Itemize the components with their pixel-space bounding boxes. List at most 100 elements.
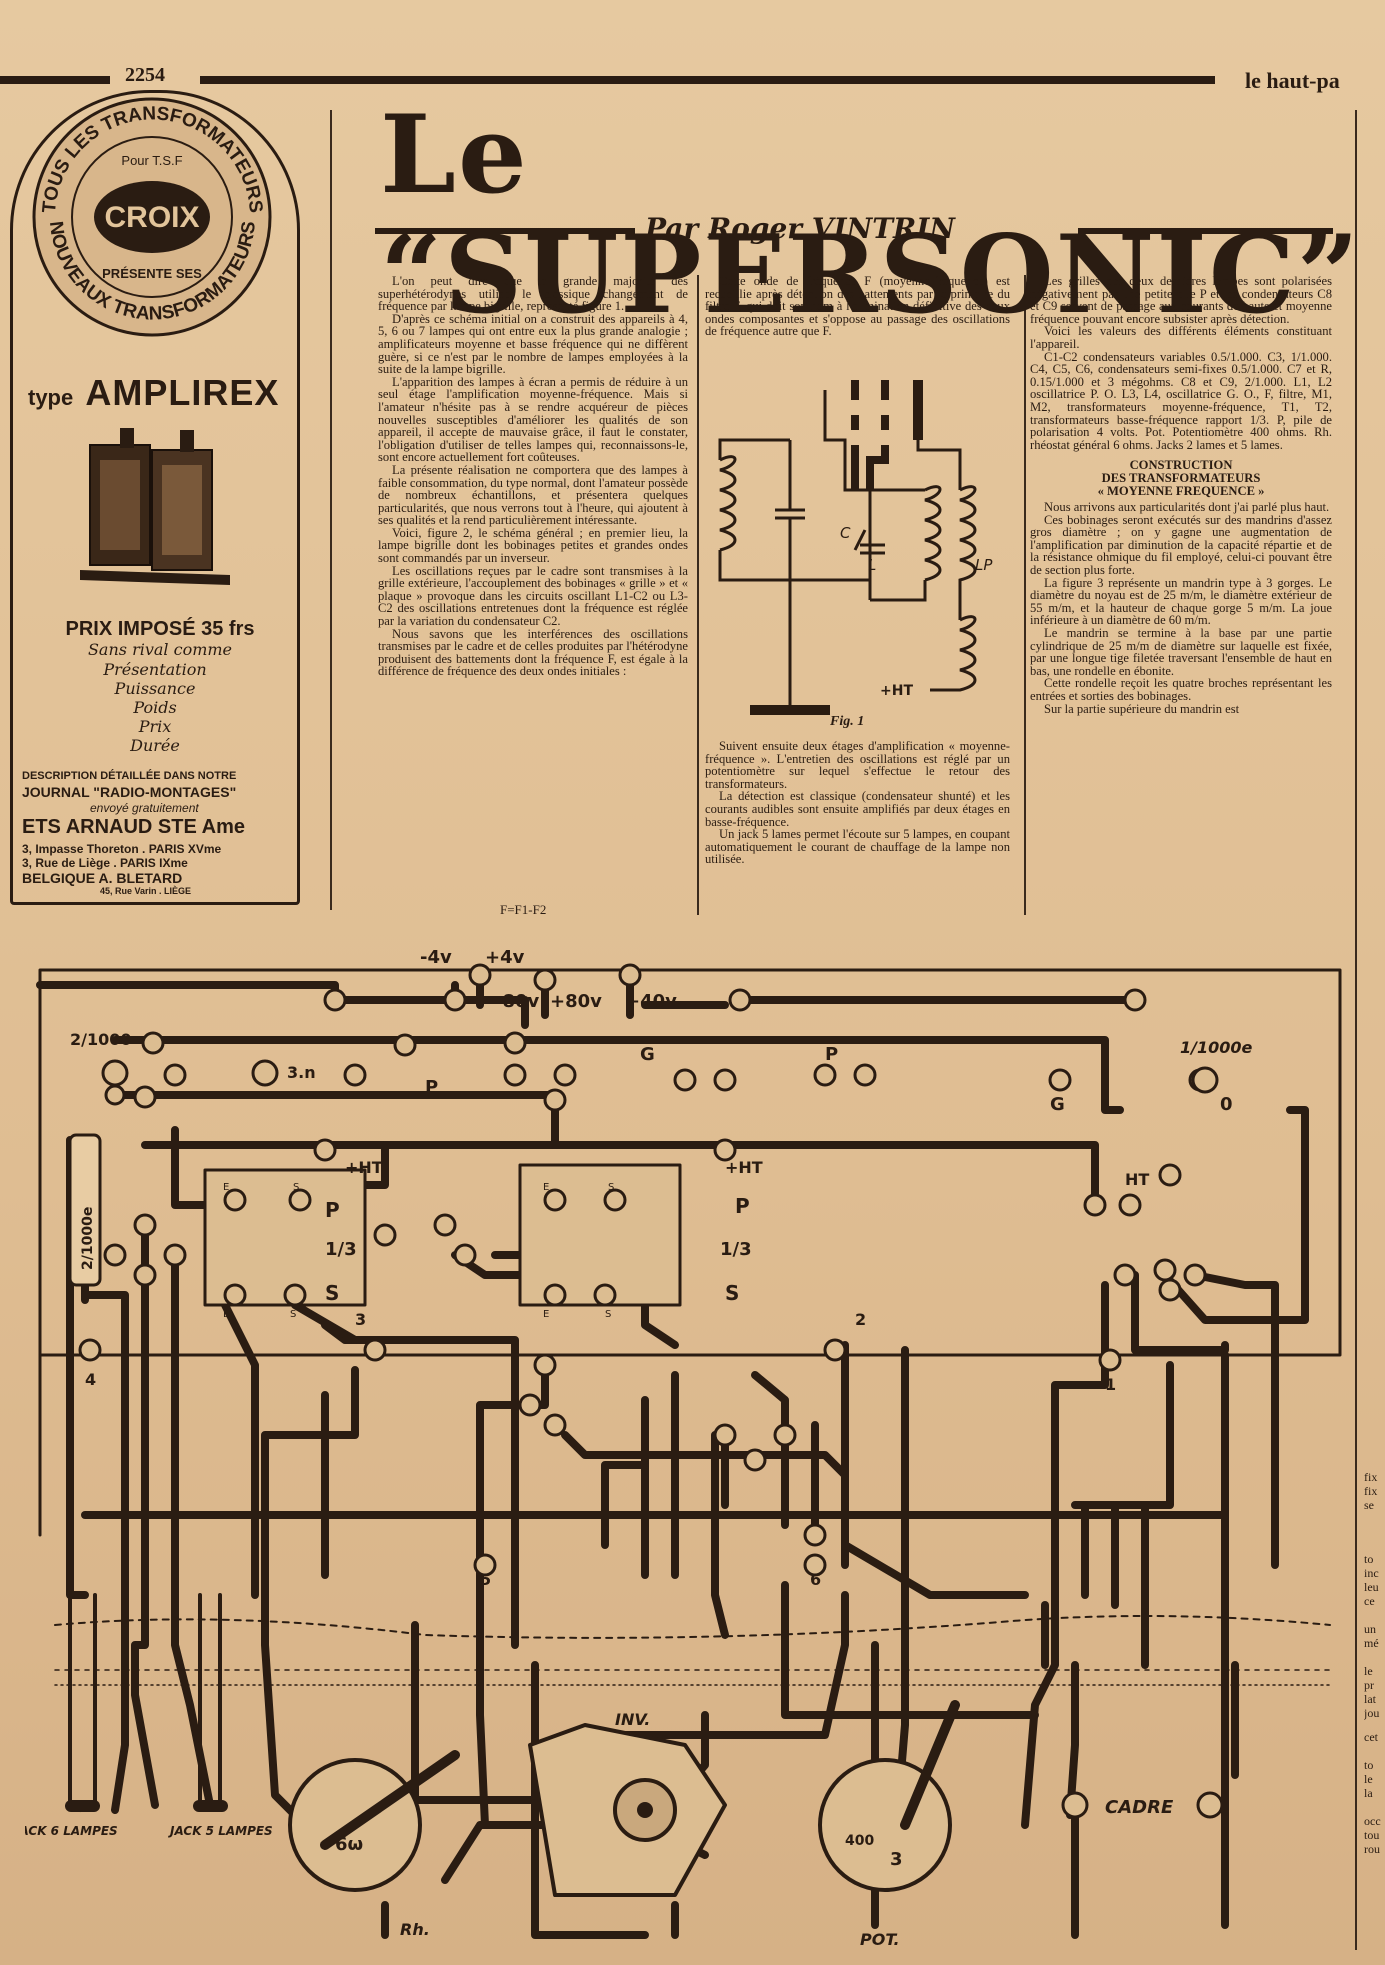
svg-text:3: 3: [355, 1310, 366, 1329]
svg-text:6: 6: [810, 1570, 821, 1589]
advert-price: PRIX IMPOSÉ 35 frs: [65, 618, 255, 640]
croix-seal-logo: TOUS LES TRANSFORMATEURS NOUVEAUX TRANSF…: [32, 97, 272, 337]
section-heading: DES TRANSFORMATEURS: [1101, 470, 1261, 485]
page-number: 2254: [125, 64, 165, 86]
svg-text:E: E: [223, 1182, 229, 1193]
paragraph: L'on peut dire que la grande majorité de…: [378, 274, 688, 314]
advert-company: ETS ARNAUD STE Ame: [22, 816, 245, 838]
byline-rule-right: [1078, 228, 1333, 234]
svg-text:S: S: [725, 1281, 739, 1305]
column-rule: [1355, 110, 1357, 1950]
fragment: se: [1364, 1498, 1374, 1512]
svg-text:INV.: INV.: [615, 1710, 650, 1729]
paragraph: Suivent ensuite deux étages d'amplificat…: [705, 739, 1010, 791]
paragraph: D'après ce schéma initial on a construit…: [378, 311, 688, 377]
header-rule-left: [0, 76, 110, 84]
paragraph: Le mandrin se termine à la base par une …: [1030, 626, 1332, 678]
advert-product-name: AMPLIREX: [85, 372, 280, 413]
fragment: leu: [1364, 1580, 1379, 1594]
svg-text:S: S: [290, 1309, 296, 1320]
paragraph: La présente réalisation ne comportera qu…: [378, 462, 688, 528]
svg-text:1/1000e: 1/1000e: [1180, 1038, 1253, 1057]
svg-text:Rh.: Rh.: [400, 1920, 430, 1939]
fragment: tou: [1364, 1828, 1380, 1842]
svg-text:-4v: -4v: [420, 947, 452, 968]
svg-text:LP: LP: [975, 556, 993, 574]
fragment: fix: [1364, 1470, 1378, 1484]
advert-box: [10, 90, 300, 905]
paragraph: Sur la partie supérieure du mandrin est: [1044, 701, 1240, 716]
column-rule: [697, 275, 699, 915]
paragraph: Voici les valeurs des différents élément…: [1030, 324, 1332, 351]
fragment: le: [1364, 1772, 1373, 1786]
svg-text:C: C: [840, 524, 851, 542]
paragraph: Ces bobinages seront exécutés sur des ma…: [1030, 512, 1332, 578]
svg-text:4: 4: [85, 1370, 96, 1389]
svg-text:G: G: [640, 1044, 655, 1065]
svg-text:CROIX: CROIX: [104, 201, 199, 234]
svg-text:PRÉSENTE SES: PRÉSENTE SES: [102, 266, 202, 281]
fragment: le: [1364, 1664, 1373, 1678]
fragment: cet: [1364, 1730, 1378, 1744]
advert-feature: Présentation: [103, 660, 207, 679]
fragment: la: [1364, 1786, 1373, 1800]
svg-text:S: S: [608, 1182, 614, 1193]
svg-text:1/3: 1/3: [325, 1239, 357, 1260]
svg-text:POT.: POT.: [860, 1930, 900, 1949]
paragraph: Cette rondelle reçoit les quatre broches…: [1030, 676, 1332, 703]
svg-text:S: S: [293, 1182, 299, 1193]
svg-text:0: 0: [1220, 1094, 1233, 1115]
article-column-1: L'on peut dire que la grande majorité de…: [378, 275, 688, 678]
fragment: to: [1364, 1758, 1374, 1772]
svg-text:P: P: [425, 1077, 438, 1098]
fragment: inc: [1364, 1566, 1379, 1580]
paragraph: Voici, figure 2, le schéma général ; en …: [378, 525, 688, 566]
svg-text:1: 1: [1105, 1375, 1116, 1394]
svg-text:E: E: [543, 1309, 549, 1320]
formula: F=F1-F2: [500, 902, 547, 917]
advert-feature: Poids: [133, 698, 177, 717]
article-byline: Par Roger VINTRIN: [645, 212, 955, 245]
article-column-2-top: Cette onde de fréquence F (moyenne-fréqu…: [705, 275, 1010, 338]
svg-text:3.n: 3.n: [287, 1063, 316, 1082]
advert-belgium: BELGIQUE A. BLETARD: [22, 870, 183, 886]
fragment: un: [1364, 1622, 1376, 1636]
advert-desc-2: JOURNAL "RADIO-MONTAGES": [22, 784, 237, 800]
paragraph: Les grilles des deux dernières lampes so…: [1030, 274, 1332, 326]
svg-text:+4v: +4v: [485, 947, 525, 968]
svg-text:P: P: [735, 1194, 750, 1218]
svg-text:+HT: +HT: [725, 1158, 763, 1177]
svg-text:2/1000: 2/1000: [70, 1030, 132, 1049]
svg-text:JACK 5 LAMPES: JACK 5 LAMPES: [168, 1824, 273, 1838]
header-rule-right: [200, 76, 1215, 84]
transformer-illustration: [80, 428, 230, 585]
paragraph: Les oscillations reçues par le cadre son…: [378, 563, 688, 629]
paragraph: L'apparition des lampes à écran a permis…: [378, 374, 688, 465]
svg-text:E: E: [223, 1309, 229, 1320]
svg-text:Pour T.S.F: Pour T.S.F: [121, 153, 182, 168]
svg-text:+80v: +80v: [550, 991, 602, 1012]
fragment: to: [1364, 1552, 1374, 1566]
section-heading: « MOYENNE FREQUENCE »: [1097, 483, 1265, 498]
fragment: jou: [1364, 1706, 1380, 1720]
advert-feature: Prix: [138, 717, 172, 736]
article-title: Le “SUPERSONIC”: [380, 92, 1361, 338]
svg-text:6ω: 6ω: [335, 1834, 363, 1855]
advert-belgium-address: 45, Rue Varin . LIÈGE: [100, 886, 192, 896]
svg-text:2: 2: [855, 1310, 866, 1329]
figure-1-circuit: C L LP +HT: [718, 380, 993, 715]
svg-text:-80v: -80v: [495, 991, 540, 1012]
advert-feature: Puissance: [114, 679, 196, 698]
column-rule: [330, 110, 332, 910]
svg-text:2/1000e: 2/1000e: [80, 1207, 96, 1270]
svg-text:400: 400: [845, 1833, 874, 1849]
svg-text:3: 3: [890, 1849, 903, 1870]
svg-text:L: L: [868, 556, 876, 574]
advert-price-sub: Sans rival comme: [87, 640, 233, 659]
fragment: fix: [1364, 1484, 1378, 1498]
svg-text:1/3: 1/3: [720, 1239, 752, 1260]
svg-text:5: 5: [480, 1570, 491, 1589]
svg-text:P: P: [325, 1198, 340, 1222]
right-margin-fragments: fix fix se to inc leu ce un mé le pr lat…: [1364, 1470, 1385, 1856]
